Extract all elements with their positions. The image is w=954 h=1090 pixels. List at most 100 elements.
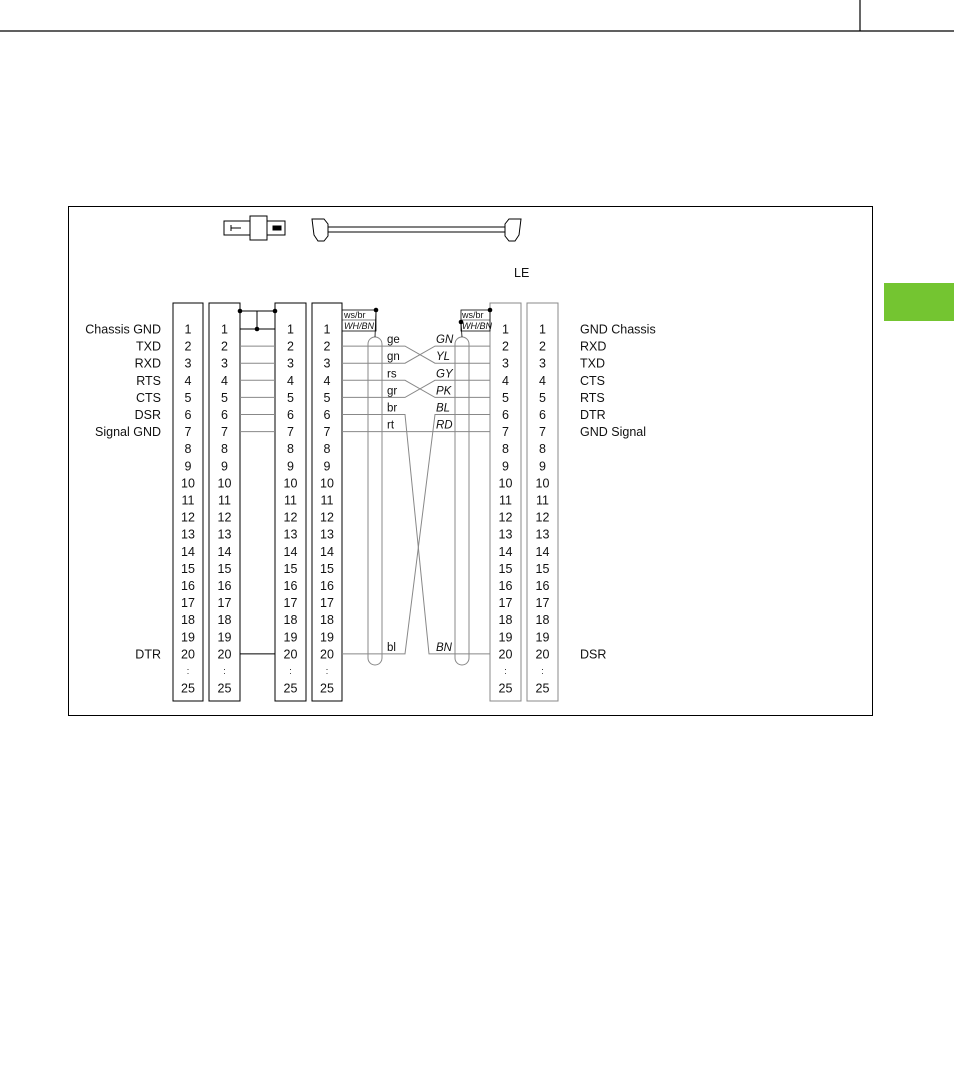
pin-column-6 xyxy=(526,302,559,702)
pin-number: 5 xyxy=(502,391,509,405)
pin-number: 8 xyxy=(324,442,331,456)
pin-number: 10 xyxy=(536,476,550,490)
pin-number: 18 xyxy=(536,613,550,627)
left-signal-label: Signal GND xyxy=(95,425,161,439)
pin-number: 3 xyxy=(539,357,546,371)
pin-number: 12 xyxy=(536,511,550,525)
wire-2-3 xyxy=(342,345,490,364)
pin-column-5 xyxy=(489,302,522,702)
left-signal-label: TXD xyxy=(136,340,161,354)
pin-number: 11 xyxy=(218,494,231,508)
pin-number: 10 xyxy=(499,476,513,490)
pin-number: 17 xyxy=(181,596,195,610)
pin-number: 3 xyxy=(287,357,294,371)
pin-number: 6 xyxy=(185,408,192,422)
pin-number: 9 xyxy=(539,459,546,473)
pin-number: 9 xyxy=(502,459,509,473)
pin-number: 4 xyxy=(324,374,331,388)
pin-number: 19 xyxy=(320,630,334,644)
pin-number: 19 xyxy=(499,630,513,644)
pin-number: 19 xyxy=(284,630,298,644)
pin-number: 15 xyxy=(536,562,550,576)
wire-color-label: rt xyxy=(387,420,395,432)
pin-column-1 xyxy=(172,302,204,702)
pin-number: 25 xyxy=(536,682,550,696)
pin-number: 25 xyxy=(499,682,513,696)
pin-number: 9 xyxy=(221,459,228,473)
pin-ellipsis: : xyxy=(223,666,226,676)
wire-color-label: gn xyxy=(387,351,400,363)
pin-number: 7 xyxy=(221,425,228,439)
left-signal-label: DSR xyxy=(135,408,161,422)
pin-number: 16 xyxy=(218,579,232,593)
pin-number: 14 xyxy=(284,545,298,559)
wire-color-label: rs xyxy=(387,368,397,380)
pin-number: 16 xyxy=(181,579,195,593)
pin-number: 13 xyxy=(320,528,334,542)
pin-number: 18 xyxy=(218,613,232,627)
right-signal-label: RXD xyxy=(580,340,606,354)
pin-number: 11 xyxy=(284,494,297,508)
pin-number: 13 xyxy=(284,528,298,542)
pin-number: 4 xyxy=(185,374,192,388)
pin-number: 1 xyxy=(287,323,294,337)
pin-number: 19 xyxy=(536,630,550,644)
pin-diagram: 123456789101112131415161718192025:123456… xyxy=(85,302,656,702)
pin-number: 3 xyxy=(502,357,509,371)
pin-number: 2 xyxy=(185,340,192,354)
wire-color-label: YL xyxy=(436,351,450,363)
pin-number: 1 xyxy=(539,323,546,337)
pin-number: 16 xyxy=(536,579,550,593)
pin-number: 14 xyxy=(181,545,195,559)
pin-number: 11 xyxy=(321,494,334,508)
wire-color-label: ge xyxy=(387,334,400,346)
shield-label-bottom: WH/BN xyxy=(344,321,374,331)
pin-number: 7 xyxy=(502,425,509,439)
left-signal-label: RTS xyxy=(136,374,161,388)
pin-number: 13 xyxy=(218,528,232,542)
pin-number: 12 xyxy=(320,511,334,525)
wire-4-5 xyxy=(342,379,490,398)
pin-number: 6 xyxy=(287,408,294,422)
pin-number: 18 xyxy=(320,613,334,627)
pin-number: 5 xyxy=(221,391,228,405)
wire-color-label: BL xyxy=(436,403,450,415)
pin-number: 8 xyxy=(185,442,192,456)
pin-number: 25 xyxy=(181,682,195,696)
pin-number: 5 xyxy=(185,391,192,405)
pin-number: 12 xyxy=(499,511,513,525)
left-signal-label: Chassis GND xyxy=(85,323,161,337)
pin-number: 3 xyxy=(221,357,228,371)
pin-number: 6 xyxy=(324,408,331,422)
shield-label-top: ws/br xyxy=(461,310,484,320)
pin-number: 2 xyxy=(287,340,294,354)
pin-number: 16 xyxy=(320,579,334,593)
pin-number: 15 xyxy=(284,562,298,576)
pin-number: 5 xyxy=(324,391,331,405)
chapter-tab xyxy=(884,283,954,321)
pin-number: 3 xyxy=(324,357,331,371)
pin-ellipsis: : xyxy=(504,666,507,676)
left-signal-label: RXD xyxy=(135,357,161,371)
pin-column-3 xyxy=(274,302,307,702)
pin-number: 5 xyxy=(539,391,546,405)
right-signal-label: GND Chassis xyxy=(580,323,656,337)
shield-lead xyxy=(374,309,377,338)
pin-ellipsis: : xyxy=(326,666,329,676)
pin-number: 20 xyxy=(320,647,334,661)
wire-color-label: gr xyxy=(387,385,397,397)
pin-number: 9 xyxy=(287,459,294,473)
pin-number: 2 xyxy=(502,340,509,354)
right-signal-label: DTR xyxy=(580,408,606,422)
pin-number: 15 xyxy=(320,562,334,576)
pin-number: 15 xyxy=(499,562,513,576)
wire-20-6 xyxy=(342,414,490,655)
pin-number: 12 xyxy=(181,511,195,525)
wire-color-label: GN xyxy=(436,334,454,346)
pin-number: 8 xyxy=(502,442,509,456)
pin-column-2 xyxy=(208,302,241,702)
pin-number: 3 xyxy=(185,357,192,371)
pin-number: 14 xyxy=(499,545,513,559)
pin-number: 8 xyxy=(221,442,228,456)
